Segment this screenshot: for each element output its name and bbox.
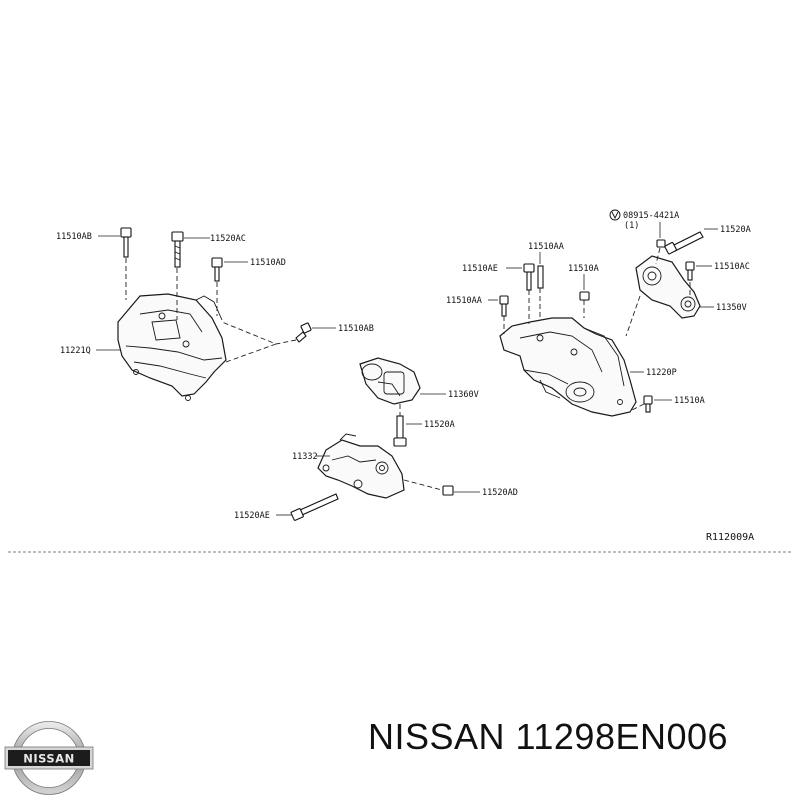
- bolt-11510a-bottom: [643, 395, 653, 413]
- bolt-11510a-mid: [579, 291, 590, 301]
- label-11332: 11332: [292, 452, 318, 462]
- label-11220p: 11220P: [646, 368, 677, 378]
- torque-rod-11350v: [635, 255, 701, 319]
- label-11510aa-top: 11510AA: [528, 242, 564, 252]
- label-11510a-bottom: 11510A: [674, 396, 705, 406]
- bolt-11520ae: [290, 493, 339, 521]
- nut-08915: [656, 239, 666, 248]
- label-11520a-mid: 11520A: [424, 420, 455, 430]
- bolt-11510ac: [685, 261, 695, 281]
- mount-bracket-11221q: [117, 293, 227, 401]
- logo-text: NISSAN: [23, 752, 74, 766]
- label-11510ae: 11510AE: [462, 264, 498, 274]
- label-11360v: 11360V: [448, 390, 479, 400]
- label-11510ab-top: 11510AB: [56, 232, 92, 242]
- label-11520ae: 11520AE: [234, 511, 270, 521]
- bolt-11510ab-top: [120, 227, 132, 258]
- label-11221q: 11221Q: [60, 346, 91, 356]
- label-11510ab-right: 11510AB: [338, 324, 374, 334]
- bolt-11520a-mid: [393, 415, 407, 447]
- diagram-reference: R112009A: [706, 532, 754, 543]
- bolt-11510ad: [211, 257, 223, 282]
- label-11510ad: 11510AD: [250, 258, 286, 268]
- label-11510a-mid: 11510A: [568, 264, 599, 274]
- bolt-11510ab-right: [295, 322, 312, 343]
- label-11520ad: 11520AD: [482, 488, 518, 498]
- insulator-11360v: [359, 357, 421, 405]
- label-08915: 08915-4421A: [623, 211, 679, 221]
- bolt-11520ac: [171, 231, 184, 268]
- label-08915-qty: (1): [624, 221, 639, 231]
- bracket-11332: [317, 433, 405, 499]
- label-11510ac: 11510AC: [714, 262, 750, 272]
- nissan-logo: NISSAN: [4, 721, 94, 795]
- bolt-11510aa-top: [537, 265, 544, 289]
- bolt-11520ad: [403, 479, 454, 496]
- bolt-11510aa-left: [499, 295, 509, 317]
- label-11520ac: 11520AC: [210, 234, 246, 244]
- washer-symbol-icon: [609, 209, 621, 221]
- label-11510aa-left: 11510AA: [446, 296, 482, 306]
- label-11520a-right: 11520A: [720, 225, 751, 235]
- bolt-11520a-right: [664, 231, 704, 255]
- bolt-11510ae: [523, 263, 535, 291]
- parts-diagram: 11510AB 11520AC 11510AD 11510AB 11221Q 1…: [8, 209, 792, 553]
- label-11350v: 11350V: [716, 303, 747, 313]
- mount-bracket-11220p: [499, 317, 637, 417]
- part-number-caption: NISSAN 11298EN006: [368, 716, 729, 757]
